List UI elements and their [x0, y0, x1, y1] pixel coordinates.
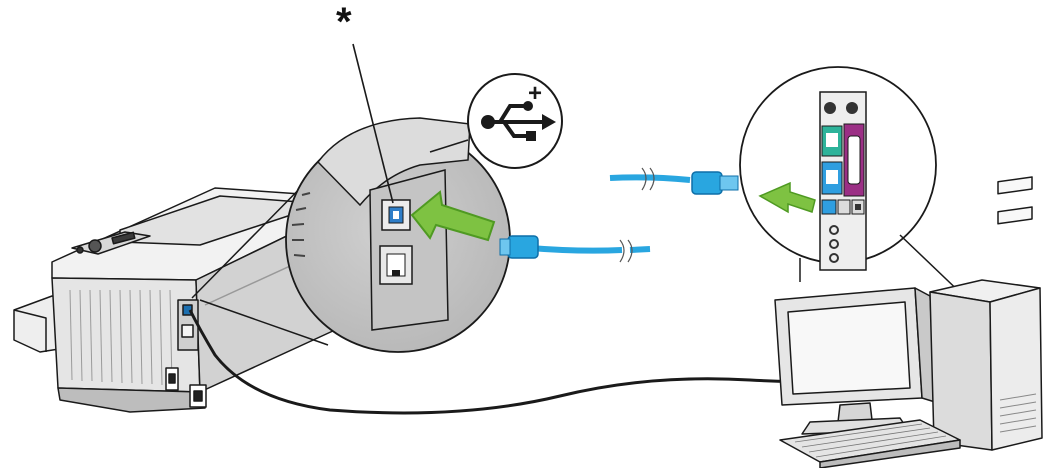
green-arrow-icon: [410, 190, 496, 242]
monitor-icon: [774, 287, 936, 435]
usb-cable-connector-icon: [499, 235, 651, 263]
printer: [13, 187, 336, 413]
ethernet-port: [379, 245, 413, 285]
callout-leader-line: [352, 43, 394, 204]
printer-port-zoom-circle: [285, 117, 511, 353]
usb-icon: +: [429, 73, 563, 169]
usb-plus-symbol: +: [528, 80, 542, 107]
usb-b-port: [381, 199, 411, 231]
pc-tower-icon: [929, 176, 1043, 451]
usb-cable-long: [188, 309, 931, 415]
keyboard-icon: [779, 419, 961, 468]
printer-control-panel: [71, 231, 151, 255]
callout-asterisk: *: [336, 0, 352, 44]
pc-port-zoom-circle: [739, 66, 969, 301]
usb-cable-connector-pc-end: [609, 167, 739, 195]
